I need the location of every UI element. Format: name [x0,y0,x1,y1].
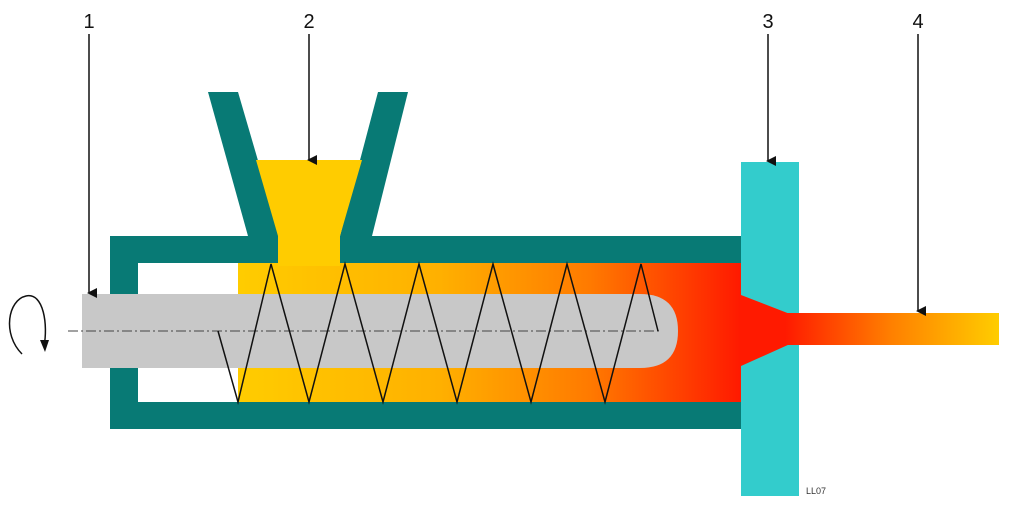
callout-label-4: 4 [912,11,923,33]
figure-code: LL07 [806,486,826,496]
callout-label-2: 2 [303,11,314,33]
rotation-arrow-icon [8,295,49,355]
extrudate [785,313,999,345]
hopper-granules [256,160,362,236]
feed-throat [278,234,340,266]
screw-flights [217,261,659,405]
callout-label-1: 1 [83,11,94,33]
die-channel [741,295,790,366]
hopper-wall-right [340,92,408,236]
hopper-wall-left [208,92,280,236]
callout-label-3: 3 [762,11,773,33]
